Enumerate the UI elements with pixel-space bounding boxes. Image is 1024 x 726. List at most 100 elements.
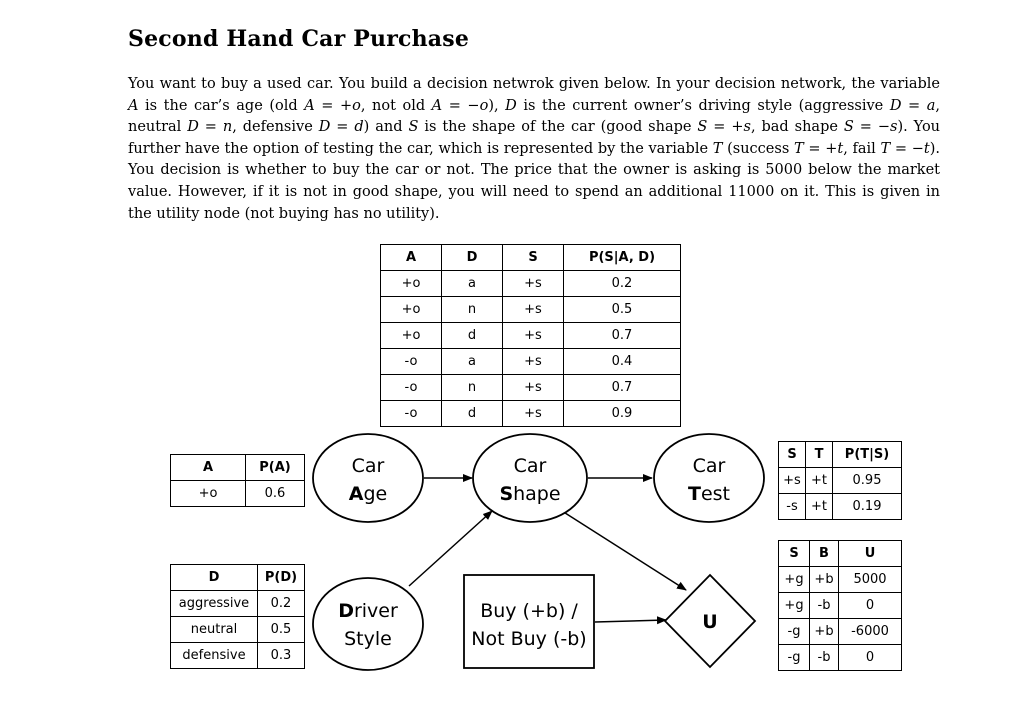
table-cell: +t xyxy=(805,493,833,520)
table-cell: 0.2 xyxy=(563,270,681,297)
buy-decision-node: Buy (+b) / Not Buy (-b) xyxy=(463,574,595,669)
column-header: P(A) xyxy=(245,454,305,481)
column-header: T xyxy=(805,441,833,468)
table-cell: +o xyxy=(170,480,246,507)
column-header: D xyxy=(170,564,258,591)
text-run: is the car’s age (old xyxy=(138,97,305,114)
table-cell: +s xyxy=(502,400,564,427)
column-header: A xyxy=(170,454,246,481)
table-cell: -o xyxy=(380,348,442,375)
text-run: = xyxy=(198,119,223,136)
svg-text:Buy (+b) /: Buy (+b) / xyxy=(480,600,578,622)
svg-text:Driver: Driver xyxy=(338,600,398,622)
table-row: -g+b-6000 xyxy=(778,618,902,645)
column-header: P(T|S) xyxy=(832,441,902,468)
table-cell: a xyxy=(441,270,503,297)
table-cell: +s xyxy=(502,296,564,323)
table-cell: 0.7 xyxy=(563,374,681,401)
svg-text:Style: Style xyxy=(344,628,392,650)
column-header: S xyxy=(778,540,810,567)
text-run: , neutral xyxy=(128,97,940,136)
problem-description: You want to buy a used car. You build a … xyxy=(128,74,940,225)
table-cell: 5000 xyxy=(838,566,902,593)
text-run: , defensive xyxy=(232,119,319,136)
page-title: Second Hand Car Purchase xyxy=(128,26,470,52)
svg-text:Car: Car xyxy=(693,455,726,477)
table-cell: -o xyxy=(380,400,442,427)
math-variable: o xyxy=(352,97,361,114)
math-variable: T xyxy=(712,140,723,157)
svg-text:Shape: Shape xyxy=(499,483,560,505)
table-cell: 0 xyxy=(838,644,902,671)
text-run: = − xyxy=(890,140,924,157)
table-cell: 0 xyxy=(838,592,902,619)
table-cell: d xyxy=(441,322,503,349)
text-run: ). You further have the option of testin… xyxy=(128,119,941,157)
table-cell: -b xyxy=(809,592,839,619)
table-cell: 0.5 xyxy=(257,616,305,643)
text-run: = xyxy=(901,97,927,114)
table-cell: +s xyxy=(502,270,564,297)
table-cell: +s xyxy=(502,348,564,375)
svg-text:Car: Car xyxy=(514,455,547,477)
text-run: , not old xyxy=(360,97,432,114)
text-run: ) and xyxy=(363,119,409,136)
driver-style-node: Driver Style xyxy=(312,577,424,671)
math-variable: S xyxy=(843,119,854,136)
column-header: P(S|A, D) xyxy=(563,244,681,271)
text-run: = − xyxy=(442,97,480,114)
table-cell: neutral xyxy=(170,616,258,643)
table-cell: +o xyxy=(380,322,442,349)
column-header: S xyxy=(778,441,806,468)
svg-text:Age: Age xyxy=(349,483,387,505)
table-cell: d xyxy=(441,400,503,427)
math-variable: s xyxy=(743,119,751,136)
car-shape-node: Car Shape xyxy=(472,433,588,523)
math-variable: T xyxy=(793,140,804,157)
math-variable: T xyxy=(880,140,891,157)
column-header: U xyxy=(838,540,902,567)
math-variable: n xyxy=(222,119,233,136)
math-variable: o xyxy=(479,97,489,114)
table-cell: 0.9 xyxy=(563,400,681,427)
svg-text:U: U xyxy=(702,611,717,633)
table-cell: +o xyxy=(380,270,442,297)
table-cell: +b xyxy=(809,618,839,645)
math-variable: S xyxy=(408,119,419,136)
edge-buy-to-utility xyxy=(594,616,667,625)
svg-text:Car: Car xyxy=(352,455,385,477)
text-run: = + xyxy=(707,119,744,136)
text-run: (success xyxy=(722,140,794,157)
table-cell: defensive xyxy=(170,642,258,669)
table-cell: -b xyxy=(809,644,839,671)
column-header: P(D) xyxy=(257,564,305,591)
text-run: You want to buy a used car. You build a … xyxy=(128,76,940,92)
table-cell: +s xyxy=(778,467,806,494)
table-cell: 0.4 xyxy=(563,348,681,375)
column-header: B xyxy=(809,540,839,567)
text-run: is the shape of the car (good shape xyxy=(418,119,698,136)
text-run: = + xyxy=(803,140,838,157)
column-header: A xyxy=(380,244,442,271)
svg-text:Not Buy (-b): Not Buy (-b) xyxy=(471,628,586,650)
math-variable: S xyxy=(697,119,708,136)
math-variable: D xyxy=(187,119,199,136)
math-variable: D xyxy=(505,97,517,114)
text-run: = xyxy=(330,119,355,136)
table-cell: -g xyxy=(778,618,810,645)
table-cell: 0.19 xyxy=(832,493,902,520)
